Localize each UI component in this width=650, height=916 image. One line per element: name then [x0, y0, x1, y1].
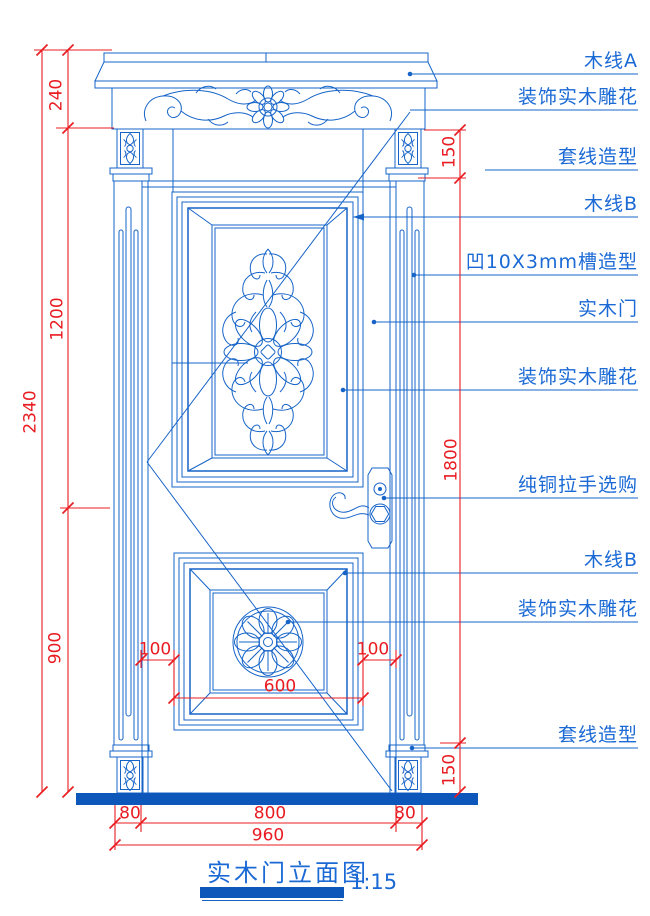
frieze-band — [111, 87, 426, 130]
upper-panel-molding — [171, 191, 364, 488]
dim-leaf-width: 800 — [253, 803, 287, 824]
dim-casing-top: 150 — [439, 135, 460, 169]
dim-total-height: 2340 — [20, 390, 41, 434]
leader-lines — [146, 71, 638, 792]
dimension-lines — [34, 43, 467, 852]
left-pilaster — [110, 129, 152, 793]
callout-wood-line-a: 木线A — [584, 50, 638, 72]
rosette-carving — [232, 606, 304, 678]
callout-casing-top: 套线造型 — [557, 146, 638, 168]
scale-text: 1:15 — [350, 870, 398, 894]
dim-casing-bottom: 150 — [439, 753, 460, 787]
lower-panel-molding — [173, 552, 364, 731]
dim-panel-inset-left: 100 — [138, 639, 172, 660]
callout-casing-bottom: 套线造型 — [557, 724, 638, 746]
floor-line — [76, 793, 478, 805]
callout-copper-handle: 纯铜拉手选购 — [517, 474, 638, 496]
drawing-title: 实木门立面图 — [207, 859, 369, 887]
frieze-carving — [144, 85, 392, 129]
dim-upper-section: 1200 — [47, 297, 68, 341]
dim-crown-height: 240 — [46, 78, 67, 112]
dim-panel-inset-right: 100 — [356, 639, 390, 660]
right-pilaster — [386, 129, 428, 793]
dim-overall-width: 960 — [251, 825, 285, 846]
callout-carved-flower-low: 装饰实木雕花 — [517, 598, 638, 620]
crown-molding — [94, 52, 438, 89]
callout-carved-flower-top: 装饰实木雕花 — [517, 86, 638, 108]
dim-lower-section: 900 — [45, 631, 66, 665]
door-handle — [329, 467, 393, 549]
callout-solid-wood-door: 实木门 — [577, 298, 638, 320]
callout-wood-line-b-upper: 木线B — [583, 193, 638, 215]
callout-groove: 凹10X3mm槽造型 — [465, 251, 638, 273]
dim-jamb-right: 80 — [394, 803, 416, 824]
title-underline-bar — [200, 887, 344, 898]
dim-panel-width: 600 — [263, 676, 297, 697]
callout-wood-line-b-lower: 木线B — [583, 549, 638, 571]
dim-leaf-height: 1800 — [441, 438, 462, 482]
dim-jamb-left: 80 — [119, 803, 141, 824]
upper-panel-carving — [222, 248, 314, 456]
callout-carved-flower-mid: 装饰实木雕花 — [517, 366, 638, 388]
title-underline-thin — [202, 900, 343, 901]
